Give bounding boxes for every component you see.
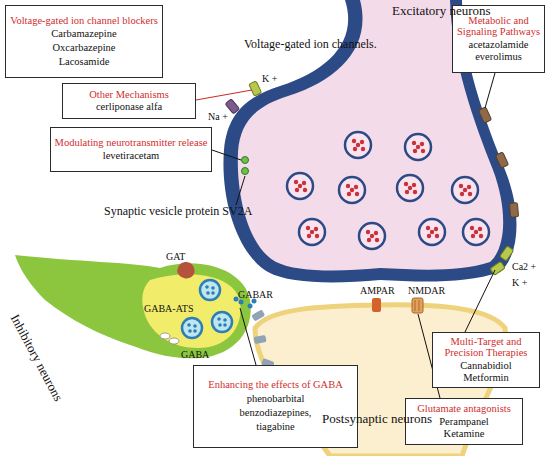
part-label: Na +: [208, 112, 228, 122]
gaba-vesicle: [212, 312, 232, 332]
part-label: Excitatory neurons: [392, 4, 491, 17]
drug-class-box: Voltage-gated ion channel blockersCarbam…: [5, 5, 163, 78]
box-heading: Voltage-gated ion channel blockers: [10, 15, 158, 27]
leader-line: [236, 176, 245, 205]
ion-channel: [478, 107, 491, 123]
potassium-channel: [490, 261, 505, 275]
part-label: K +: [512, 278, 527, 288]
part-label: AMPAR: [360, 286, 395, 296]
part-label: GABAR: [238, 290, 273, 300]
drug-list: cerliponase alfa: [96, 101, 162, 113]
drug-list: phenobarbital benzodiazepines, tiagabine: [239, 392, 311, 435]
drug-list: levetiracetam: [103, 150, 160, 162]
part-label: Synaptic vesicle protein SV2A: [104, 205, 252, 217]
gaba-receptor: [254, 335, 267, 344]
synaptic-vesicle: [452, 177, 478, 203]
receptor-detail: [419, 300, 420, 311]
nmda-receptor: [412, 298, 423, 313]
gaba-transporter: [169, 338, 179, 344]
drug-list: Carbamazepine Oxcarbazepine Lacosamide: [51, 27, 116, 68]
box-heading: Enhancing the effects of GABA: [208, 379, 343, 391]
box-heading: Multi-Target and Precision Therapies: [436, 336, 536, 360]
synaptic-vesicle: [405, 134, 431, 160]
inhibitory-terminal: [142, 274, 240, 348]
drug-list: acetazolamide everolimus: [468, 39, 528, 63]
drug-class-box: Other Mechanismscerliponase alfa: [62, 83, 196, 119]
part-label: K +: [262, 74, 277, 84]
part-label: GAT: [166, 252, 185, 262]
box-heading: Other Mechanisms: [89, 89, 169, 101]
gaba-vesicle: [200, 280, 220, 300]
part-label: NMDAR: [408, 286, 445, 296]
synaptic-vesicle: [397, 175, 423, 201]
synaptic-vesicle: [359, 223, 385, 249]
calcium-channel: [500, 246, 514, 261]
gat-transporter: [177, 262, 194, 279]
box-heading: Metabolic and Signaling Pathways: [456, 15, 541, 39]
gaba-vesicle: [182, 318, 202, 338]
synaptic-vesicle: [339, 177, 365, 203]
receptor-detail: [415, 300, 416, 311]
ion-channel: [495, 152, 508, 168]
part-label: Ca2 +: [512, 262, 536, 272]
synaptic-vesicle: [299, 219, 325, 245]
gaba-transporter: [160, 333, 170, 339]
gaba-molecule: [239, 300, 244, 305]
leader-line: [196, 90, 252, 100]
part-label: GABA-ATS: [144, 304, 193, 314]
synaptic-vesicle: [419, 219, 445, 245]
sv2a-protein: [242, 157, 249, 164]
synaptic-vesicle: [287, 173, 313, 199]
synaptic-vesicle: [345, 132, 371, 158]
part-label: Inhibitory neurons: [9, 312, 66, 403]
drug-class-box: Enhancing the effects of GABAphenobarbit…: [193, 365, 358, 448]
inhibitory-neuron: [15, 255, 251, 358]
synaptic-vesicle: [463, 219, 489, 245]
box-heading: Modulating neurotransmitter release: [55, 137, 208, 149]
ampa-receptor: [372, 298, 381, 312]
drug-list: Cannabidiol Metformin: [460, 360, 511, 384]
gaba-receptor: [251, 309, 265, 321]
leader-line: [465, 270, 495, 332]
drug-class-box: Multi-Target and Precision TherapiesCann…: [432, 332, 540, 388]
gaba-molecule: [248, 304, 253, 309]
part-label: GABA: [181, 350, 209, 360]
part-label: Voltage-gated ion channels.: [244, 38, 377, 50]
leader-line: [485, 73, 495, 108]
leader-line: [240, 308, 256, 365]
gaba-molecule: [234, 297, 239, 302]
ion-channel: [509, 203, 518, 218]
drug-list: Perampanel Ketamine: [439, 416, 489, 440]
leader-line: [212, 150, 241, 160]
part-label: Postsynaptic neurons: [322, 412, 432, 425]
sv2a-protein: [242, 168, 249, 175]
drug-class-box: Modulating neurotransmitter releaselevet…: [50, 127, 212, 172]
potassium-channel: [249, 81, 262, 96]
